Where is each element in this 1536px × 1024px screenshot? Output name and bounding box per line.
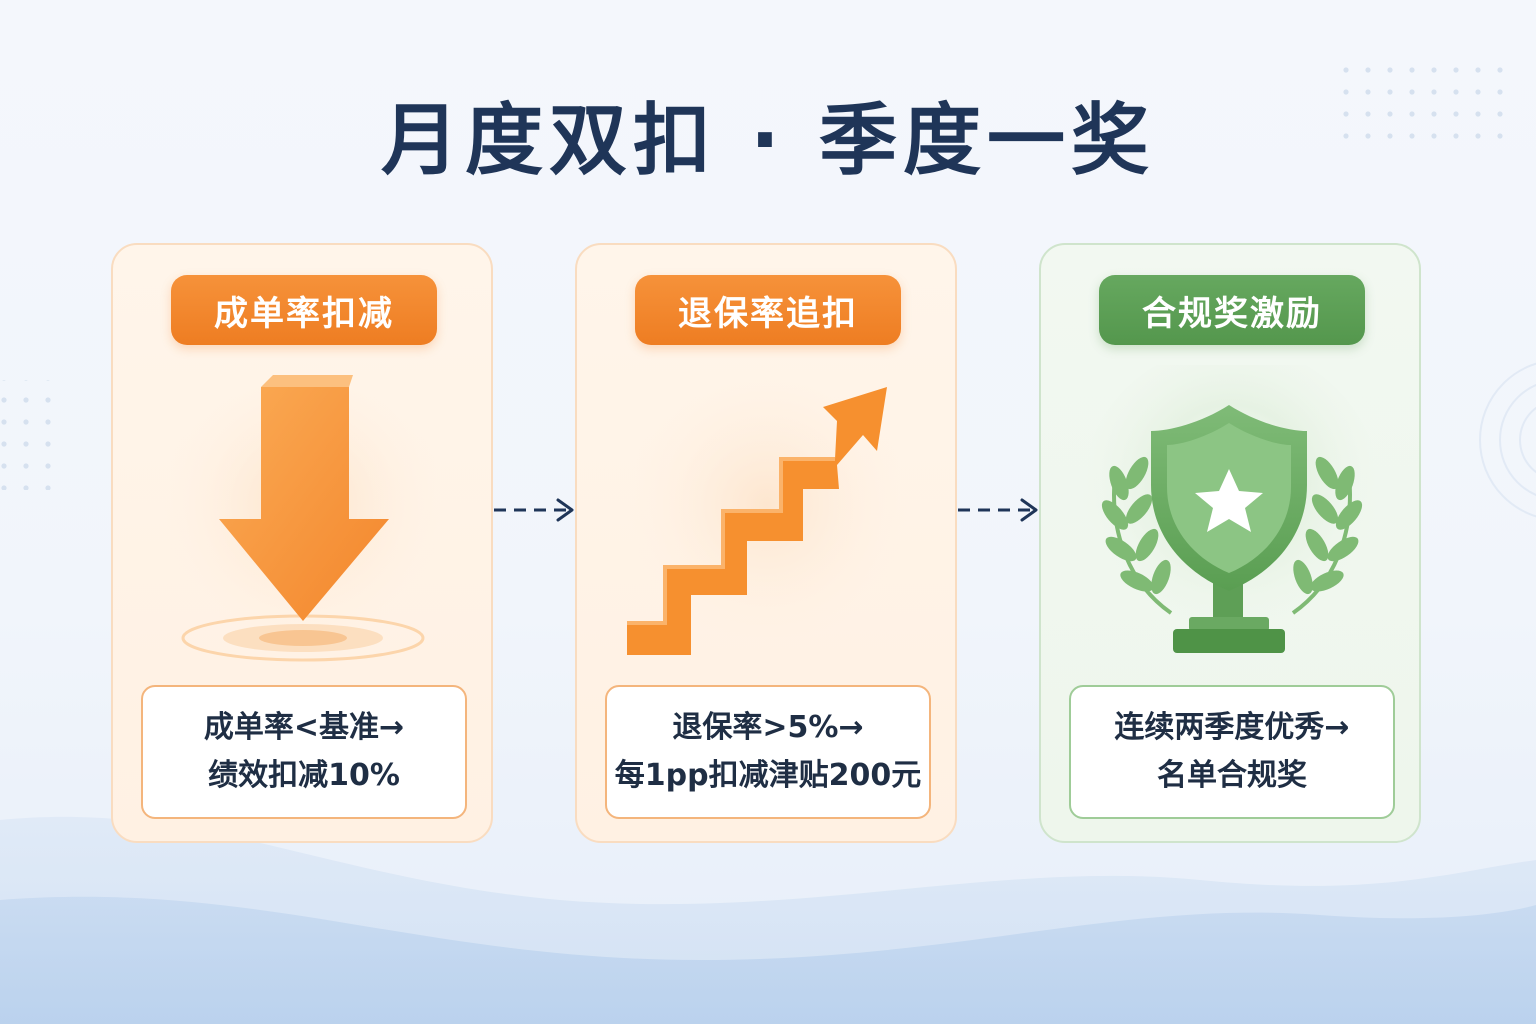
step-desc-2: 退保率>5%→ 每1pp扣减津贴200元 xyxy=(605,685,931,819)
laurel-left-icon xyxy=(1101,456,1173,615)
step-label-3: 合规奖激励 xyxy=(1099,275,1365,345)
shield-trophy-icon xyxy=(1081,365,1381,653)
flow-arrow-2-icon xyxy=(958,498,1038,522)
step-desc-1: 成单率<基准→ 绩效扣减10% xyxy=(141,685,467,819)
step-desc-2-line-1: 退保率>5%→ xyxy=(672,710,864,745)
step-card-1: 成单率扣减 成单率<基准→ 绩效扣减10% xyxy=(111,243,493,843)
dot-grid-left xyxy=(0,380,66,490)
step-card-3: 合规奖激励 xyxy=(1039,243,1421,843)
dot-grid-top-right xyxy=(1336,52,1512,140)
flow-arrow-1-icon xyxy=(494,498,574,522)
step-desc-3: 连续两季度优秀→ 名单合规奖 xyxy=(1069,685,1395,819)
star-icon xyxy=(1195,469,1263,532)
rising-stairs-arrow-icon xyxy=(627,365,907,655)
step-label-2: 退保率追扣 xyxy=(635,275,901,345)
page-title: 月度双扣 · 季度一奖 xyxy=(381,96,1155,186)
step-label-1: 成单率扣减 xyxy=(171,275,437,345)
down-arrow-icon xyxy=(163,365,443,662)
laurel-right-icon xyxy=(1291,456,1363,615)
step-card-2: 退保率追扣 退保率>5%→ 每1pp扣减津贴200元 xyxy=(575,243,957,843)
step-desc-2-line-2: 每1pp扣减津贴200元 xyxy=(614,758,922,793)
step-desc-3-line-1: 连续两季度优秀→ xyxy=(1114,710,1350,745)
step-desc-1-line-2: 绩效扣减10% xyxy=(208,758,400,793)
step-desc-1-line-1: 成单率<基准→ xyxy=(203,710,405,745)
concentric-arcs-right xyxy=(1479,362,1536,518)
step-desc-3-line-2: 名单合规奖 xyxy=(1157,758,1307,793)
